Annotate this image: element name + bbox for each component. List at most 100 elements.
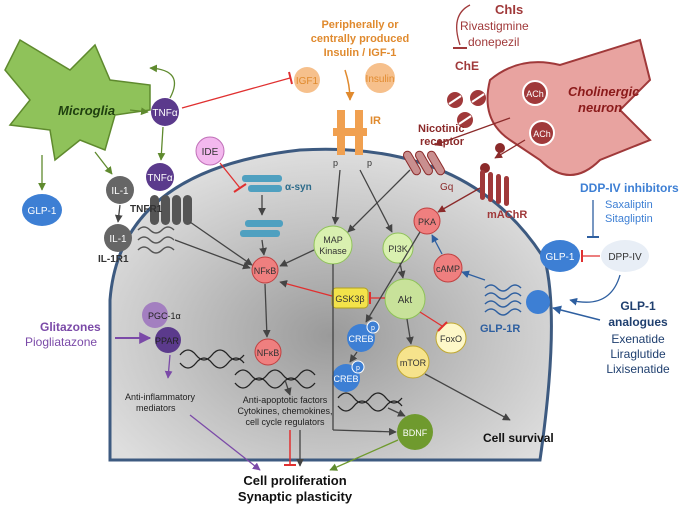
gsk3b-inhibits-nfkb (279, 280, 333, 297)
glp1-peptide-label: GLP-1 (546, 252, 575, 263)
ach-to-machr-arrow (494, 139, 526, 159)
ide-node: IDE (195, 136, 225, 166)
ach-label-1: ACh (526, 89, 544, 99)
chei-drug1: Rivastigmine (460, 19, 529, 33)
glp1-microglia-node: GLP-1 (22, 194, 62, 226)
glp1r-receptor (484, 284, 522, 316)
dpp4-drug2: Sitagliptin (605, 213, 653, 225)
alpha-syn-aggregate (240, 175, 283, 237)
tnfa-down-arrow (157, 126, 166, 161)
glp1-analogues-arrow (552, 305, 601, 321)
ach-vesicle-1: ACh (522, 80, 548, 106)
insulin-source-line3: Insulin / IGF-1 (324, 47, 397, 59)
bdnf-to-proliferation (329, 439, 399, 471)
camp-label: cAMP (436, 264, 460, 274)
proliferation-label-line1: Cell proliferation (243, 473, 346, 488)
dna-creb (337, 392, 403, 412)
igf1-ligand: IGF1 (294, 67, 320, 93)
glp1r-to-camp (461, 270, 486, 281)
ppar-to-anti-inflammatory (164, 354, 173, 379)
pgc1a-node: PGC-1α (142, 302, 181, 328)
nicotinic-label-line2: receptor (420, 136, 465, 148)
ach-vesicle-2: ACh (529, 120, 555, 146)
nfkb-label-top: NFκB (254, 266, 277, 276)
insulin-to-ir-arrow (344, 69, 355, 101)
glp1-to-receptor-arrow (569, 274, 621, 306)
gq-to-pka (437, 187, 481, 213)
tnfr1-receptor (150, 195, 192, 225)
tnfa-node-bottom: TNFα (146, 163, 174, 191)
machr-label: mAChR (487, 209, 527, 221)
anti-inflammatory-to-proliferation (189, 414, 261, 471)
mapk-node: MAP Kinase (313, 225, 353, 265)
tnfa-feedback-arrow (149, 64, 176, 99)
dpp4-drug1: Saxaliptin (605, 199, 653, 211)
pka-node: PKA (413, 207, 441, 235)
ir-label: IR (370, 115, 381, 127)
ide-inhibits-asyn (219, 162, 241, 189)
microglia-label: Microglia (58, 103, 115, 118)
proliferation-label-line2: Synaptic plasticity (238, 489, 353, 504)
glp1-analogues-drug1: Exenatide (611, 332, 665, 346)
nfkb-label-bottom: NFκB (257, 348, 280, 358)
cholinergic-label-line1: Cholinergic (568, 84, 640, 99)
che-enzyme (447, 90, 486, 128)
microglia-to-il1-arrow (94, 151, 113, 175)
pka-label: PKA (418, 217, 436, 227)
il1r1-label: IL-1R1 (98, 254, 129, 265)
glp1-microglia-label: GLP-1 (28, 206, 57, 217)
anti-inflammatory-line1: Anti-inflammatory (125, 392, 196, 402)
creb-label-bottom: CREB (333, 374, 358, 384)
ir-p-left: p (333, 158, 338, 168)
cholinergic-label-line2: neuron (578, 100, 622, 115)
nfkb-node-top: NFκB (251, 256, 279, 284)
insulin-source-line1: Peripherally or (321, 19, 399, 31)
chei-inhibition-line (456, 4, 471, 46)
nfkb-node-bottom: NFκB (254, 338, 282, 366)
asyn-label: α-syn (285, 182, 312, 193)
tnfa-inhibits-igf1 (181, 77, 291, 109)
glp1-analogues-drug2: Liraglutide (610, 347, 666, 361)
mapk-label-line1: MAP (323, 235, 343, 245)
pgc1a-label: PGC-1α (148, 311, 181, 321)
ach-label-2: ACh (533, 129, 551, 139)
il1-down-arrow (114, 204, 123, 223)
gsk3b-node: GSK3β (331, 287, 369, 309)
factors-line2: Cytokines, chemokines, (237, 406, 332, 416)
glp1r-bound-ligand (526, 290, 550, 314)
dpp4-title: DDP-IV inhibitors (580, 181, 679, 195)
nfkb-to-factors (284, 379, 292, 396)
glitazones-title: Glitazones (40, 320, 101, 334)
ide-inhibits-asyn-bar (233, 183, 247, 193)
ir-to-pi3k (359, 169, 393, 233)
insulin-receptor (333, 110, 367, 155)
microglia-cell (4, 38, 151, 162)
dpp4-enzyme: DPP-IV (601, 240, 649, 272)
factors-line1: Anti-apoptotic factors (243, 395, 328, 405)
creb-translocation (349, 351, 358, 363)
mtor-to-survival (424, 373, 511, 421)
glp1r-label: GLP-1R (480, 323, 520, 335)
insulin-ligand: Insulin (365, 63, 395, 93)
creb-node-bottom: CREB p (332, 360, 365, 392)
ach-molecule (495, 143, 505, 153)
insulin-label: Insulin (366, 74, 395, 85)
anti-inflammatory-line2: mediators (136, 403, 176, 413)
foxo-node: FoxO (435, 322, 467, 354)
creb-label-top: CREB (348, 334, 373, 344)
ir-p-right: p (367, 158, 372, 168)
mapk-to-bdnf-h (332, 427, 397, 436)
tnfr1-to-nfkb (189, 221, 253, 266)
il1-label-top: IL-1 (111, 186, 129, 197)
il1-label-bottom: IL-1 (109, 234, 127, 245)
akt-to-mtor (406, 318, 414, 345)
che-label: ChE (455, 59, 479, 73)
glp1-peptide-node: GLP-1 (540, 240, 580, 272)
igf1-label: IGF1 (296, 76, 319, 87)
chei-drug2: donepezil (468, 35, 519, 49)
glitazones-drug: Piogliatazone (25, 335, 97, 349)
tnfa-inhibits-igf1-bar (288, 71, 293, 85)
creb-p-top: p (371, 325, 375, 332)
dna-to-bdnf (387, 407, 406, 417)
foxo-label: FoxO (440, 334, 462, 344)
